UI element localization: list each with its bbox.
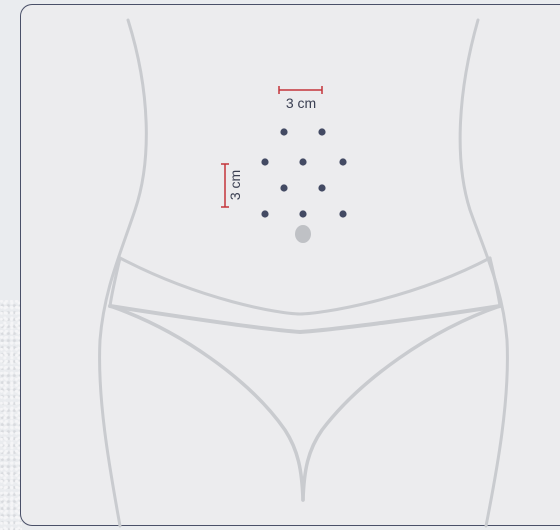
waistband-right-side [490, 258, 500, 306]
injection-dot [339, 210, 346, 217]
right-leg-crease [303, 306, 500, 500]
injection-dot [261, 158, 268, 165]
injection-dot [261, 210, 268, 217]
injection-dot [339, 158, 346, 165]
vertical-measure: 3 cm [221, 164, 243, 207]
navel-mark [295, 225, 311, 243]
injection-dot [299, 210, 306, 217]
injection-dot [299, 158, 306, 165]
waistband-bottom-line [110, 306, 500, 332]
injection-dot [318, 184, 325, 191]
left-torso-outline [100, 20, 147, 526]
injection-dot [280, 184, 287, 191]
horizontal-measure-label: 3 cm [286, 95, 316, 111]
vertical-measure-label: 3 cm [227, 170, 243, 200]
injection-points [261, 128, 346, 217]
right-torso-outline [460, 20, 507, 526]
injection-dot [318, 128, 325, 135]
left-leg-crease [110, 306, 303, 500]
injection-dot [280, 128, 287, 135]
waistband-top-line [120, 258, 490, 314]
horizontal-measure: 3 cm [279, 86, 322, 111]
